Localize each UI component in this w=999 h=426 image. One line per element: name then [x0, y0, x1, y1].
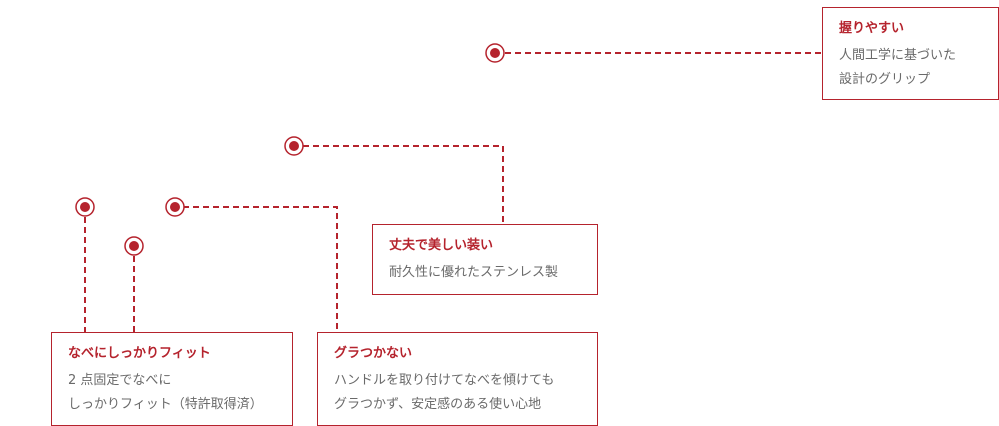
- callout-sturdy: 丈夫で美しい装い 耐久性に優れたステンレス製: [372, 224, 598, 295]
- callout-text: 設計のグリップ: [839, 72, 931, 87]
- callout-fit: なべにしっかりフィット 2 点固定でなべに しっかりフィット（特許取得済）: [51, 332, 293, 426]
- point-marker-sturdy: [284, 136, 304, 156]
- callout-text: 2 点固定でなべに: [68, 373, 172, 388]
- callout-title: 丈夫で美しい装い: [389, 238, 494, 253]
- callout-title: グラつかない: [334, 346, 413, 361]
- callout-title: 握りやすい: [839, 21, 905, 36]
- callout-text: ハンドルを取り付けてなべを傾けても: [334, 373, 555, 388]
- callout-grip: 握りやすい 人間工学に基づいた 設計のグリップ: [822, 7, 999, 100]
- point-marker-grip: [485, 43, 505, 63]
- callout-text: 耐久性に優れたステンレス製: [389, 265, 559, 280]
- point-marker-stable: [165, 197, 185, 217]
- connector-sturdy: [303, 145, 504, 224]
- callout-title: なべにしっかりフィット: [68, 346, 211, 361]
- point-marker-fit-b: [124, 236, 144, 256]
- callout-text: しっかりフィット（特許取得済）: [68, 397, 263, 412]
- callout-text: 人間工学に基づいた: [839, 48, 957, 63]
- connector-stable: [183, 206, 338, 332]
- callout-text: グラつかず、安定感のある使い心地: [334, 397, 542, 412]
- point-marker-fit-a: [75, 197, 95, 217]
- callout-stable: グラつかない ハンドルを取り付けてなべを傾けても グラつかず、安定感のある使い心…: [317, 332, 598, 426]
